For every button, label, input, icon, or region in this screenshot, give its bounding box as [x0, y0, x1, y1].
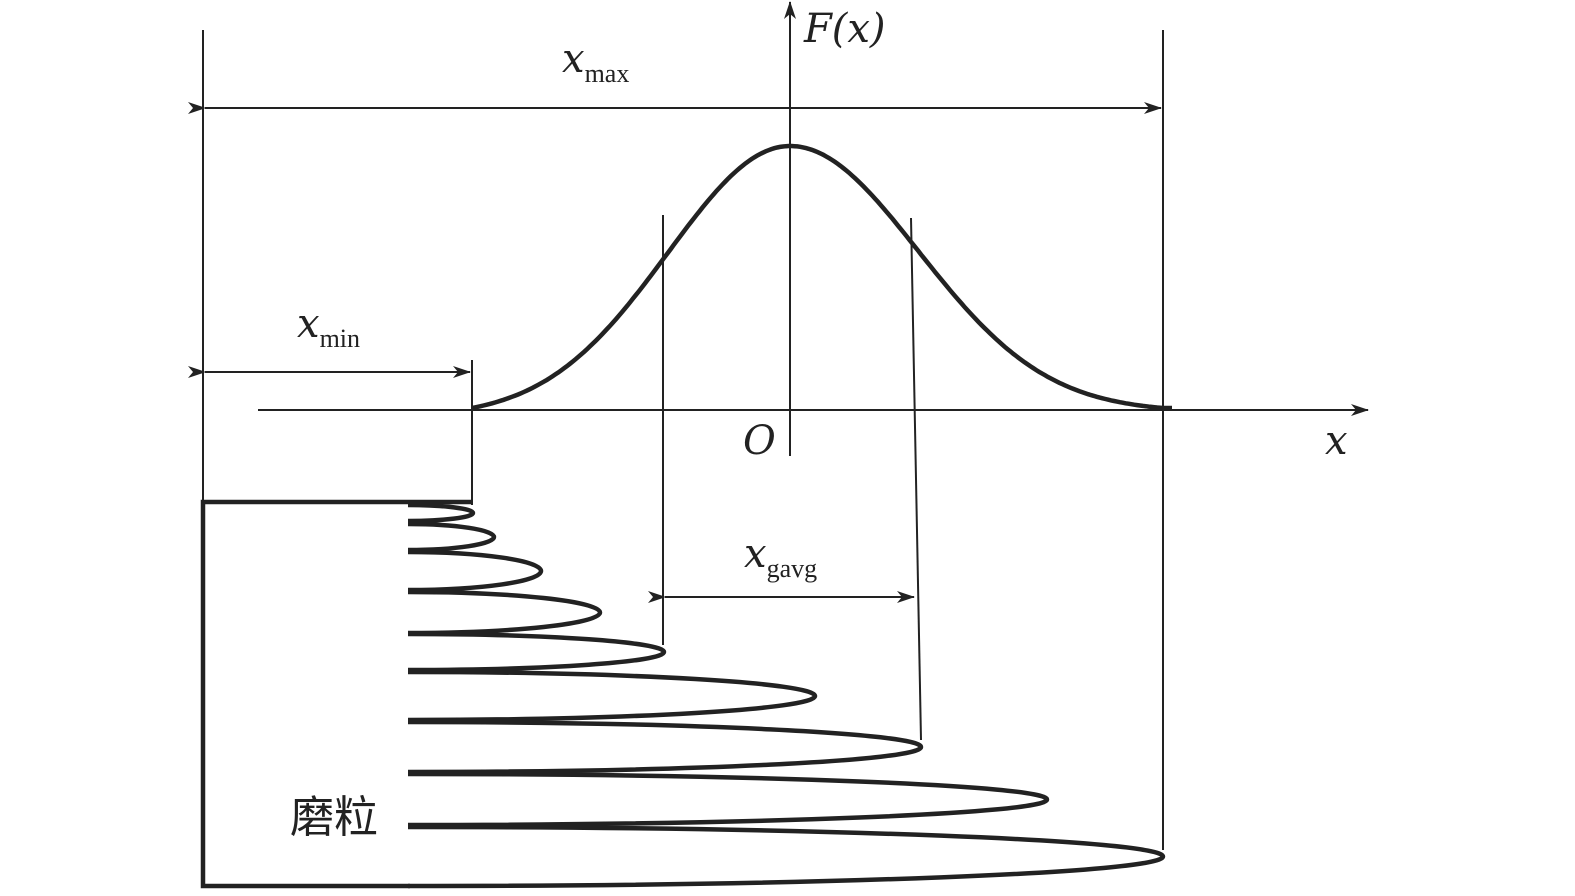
fx-axis-label: F(x) — [803, 6, 886, 52]
grain-tooth-4 — [407, 589, 603, 636]
grain-tooth-5 — [407, 631, 667, 673]
xmin-label: xmin — [297, 301, 360, 353]
grain-tooth-7 — [407, 719, 924, 775]
grain-tooth-6 — [407, 669, 818, 723]
grain-tooth-2 — [407, 521, 497, 553]
grain-tooth-9 — [407, 824, 1166, 889]
grain-tooth-3 — [407, 549, 544, 593]
grain-tooth-8 — [407, 771, 1050, 828]
gavg-right-reference-line — [910, 217, 922, 741]
grain-tooth-1 — [407, 502, 476, 524]
xmax-label: xmax — [562, 36, 629, 88]
origin-label: O — [743, 418, 776, 464]
xgavg-label: xgavg — [744, 531, 817, 583]
x-axis-label: x — [1325, 418, 1348, 464]
grain-outline — [200, 499, 473, 889]
grain-teeth-group — [407, 502, 1166, 889]
grain-label: 磨粒 — [290, 792, 378, 843]
distribution-curve — [471, 143, 1172, 411]
